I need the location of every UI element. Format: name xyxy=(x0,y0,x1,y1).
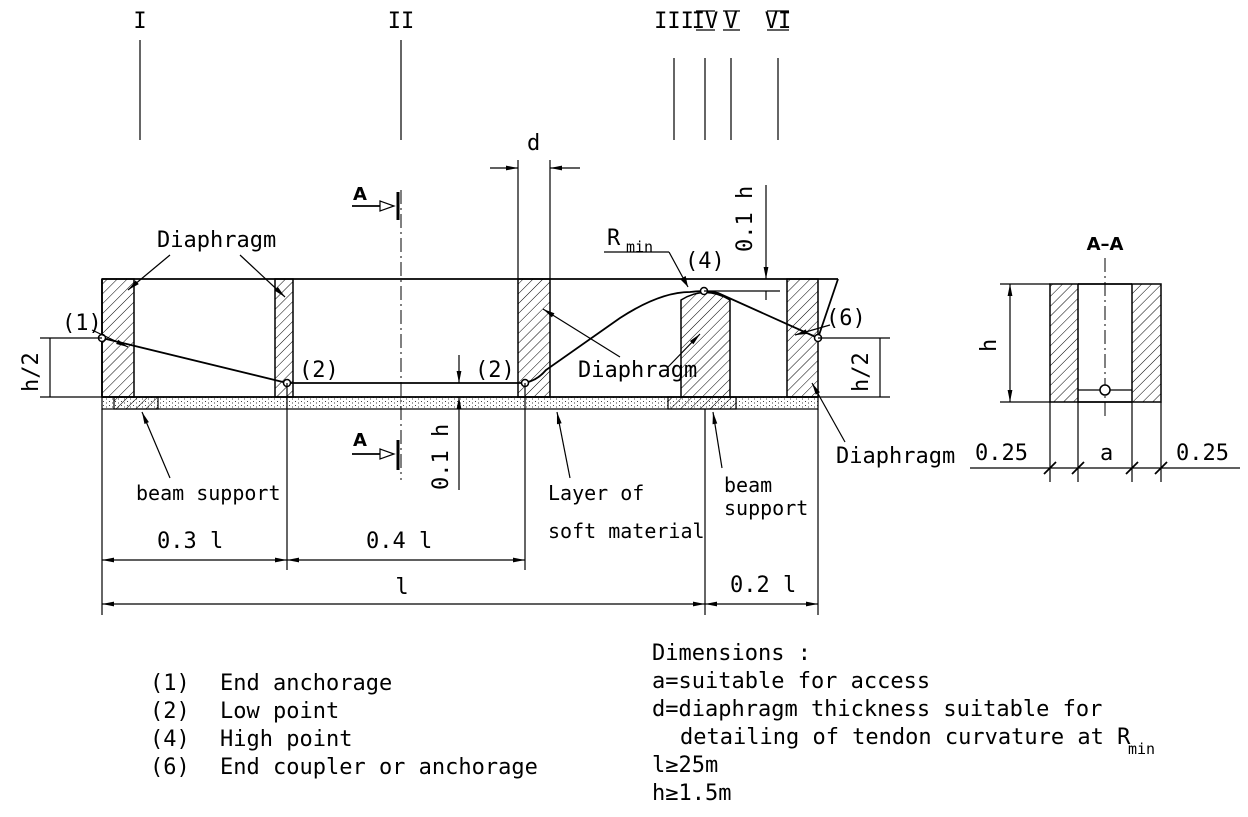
lower-dimensions: 0.3 l 0.4 l l 0.2 l xyxy=(101,383,819,615)
point-4-label: (4) xyxy=(685,249,725,274)
point-2b-label: (2) xyxy=(475,358,515,383)
legend-number: (6) xyxy=(150,755,190,780)
section-mark-II: II xyxy=(388,9,415,34)
dimensions-note-a: a=suitable for access xyxy=(652,669,930,694)
dim-03l-label: 0.3 l xyxy=(157,529,223,554)
dim-h-half-left: h/2 xyxy=(19,337,102,398)
section-aa-h-label: h xyxy=(977,339,1002,352)
diaphragm-high-point xyxy=(680,291,731,398)
point-2a-label: (2) xyxy=(299,358,339,383)
beam-support-left-label: beam support xyxy=(136,481,281,505)
dim-d: d xyxy=(490,131,580,279)
svg-text:0.1 h: 0.1 h xyxy=(733,186,758,252)
diaphragm-right xyxy=(786,278,819,398)
dimensions-note-d2-sub: min xyxy=(1128,740,1155,758)
section-aa-web-left xyxy=(1049,283,1079,403)
dimensions-note-title: Dimensions : xyxy=(652,641,811,666)
beam-support-right-label-2: support xyxy=(724,496,808,520)
section-aa: A–A h 0.25 a 0.25 xyxy=(970,234,1240,482)
section-mark-III: III xyxy=(654,9,694,34)
diaphragms xyxy=(101,278,819,398)
diaphragm-label-left: Diaphragm xyxy=(157,228,276,253)
diaphragm-mid xyxy=(517,278,551,398)
dimensions-note-h: h≥1.5m xyxy=(652,781,731,806)
beam-support-left xyxy=(113,396,159,410)
section-mark-V: V xyxy=(724,9,737,34)
dimensions-note-d2: detailing of tendon curvature at R xyxy=(680,725,1131,750)
dimensions-note: Dimensions : a=suitable for access d=dia… xyxy=(652,641,1155,806)
section-aa-a-label: a xyxy=(1100,441,1113,466)
diaphragm-left xyxy=(101,278,135,398)
dimensions-note-d1: d=diaphragm thickness suitable for xyxy=(652,697,1102,722)
svg-text:min: min xyxy=(626,238,653,256)
r-min-label: R min xyxy=(604,226,689,288)
legend-text: High point xyxy=(220,727,352,752)
legend-number: (1) xyxy=(150,671,190,696)
dim-04l-label: 0.4 l xyxy=(366,529,432,554)
section-aa-right-width: 0.25 xyxy=(1176,441,1229,466)
legend-text: End coupler or anchorage xyxy=(220,755,538,780)
legend-number: (4) xyxy=(150,727,190,752)
soft-layer-label-2: soft material xyxy=(548,519,705,543)
svg-text:R: R xyxy=(607,226,621,251)
diaphragm-label-mid: Diaphragm xyxy=(578,358,697,383)
dim-02l-label: 0.2 l xyxy=(730,573,796,598)
svg-text:A: A xyxy=(353,184,367,205)
point-6-label: (6) xyxy=(826,306,866,331)
section-aa-web-right xyxy=(1131,283,1162,403)
section-marker-bottom: A xyxy=(352,430,400,470)
dim-tenth-h-bottom: 0.1 h xyxy=(429,355,462,490)
section-aa-left-width: 0.25 xyxy=(975,441,1028,466)
dim-l-label: l xyxy=(395,575,408,600)
legend-text: End anchorage xyxy=(220,671,392,696)
svg-text:h/2: h/2 xyxy=(849,352,874,392)
legend-number: (2) xyxy=(150,699,190,724)
soft-layer-label-1: Layer of xyxy=(548,481,644,505)
diaphragm-inner-left xyxy=(274,278,294,398)
diaphragm-label-right: Diaphragm xyxy=(836,444,955,469)
svg-text:A: A xyxy=(353,430,367,451)
dim-tenth-h-top: 0.1 h xyxy=(704,185,780,300)
section-marks: I II III IV V VI xyxy=(133,9,791,34)
dimensions-note-l: l≥25m xyxy=(652,753,718,778)
section-mark-I: I xyxy=(133,9,146,34)
svg-text:0.1 h: 0.1 h xyxy=(429,424,454,490)
svg-text:h/2: h/2 xyxy=(19,352,44,392)
beam-support-right-label-1: beam xyxy=(724,473,772,497)
section-aa-tendon xyxy=(1099,384,1111,396)
beam-support-right xyxy=(667,396,737,410)
svg-text:d: d xyxy=(527,131,540,156)
section-marker-top: A xyxy=(352,184,400,220)
section-lines xyxy=(139,40,779,140)
legend-text: Low point xyxy=(220,699,339,724)
section-aa-title: A–A xyxy=(1087,234,1124,255)
dim-h-half-right: h/2 xyxy=(818,337,890,398)
legend: (1) End anchorage (2) Low point (4) High poin… xyxy=(150,671,538,780)
